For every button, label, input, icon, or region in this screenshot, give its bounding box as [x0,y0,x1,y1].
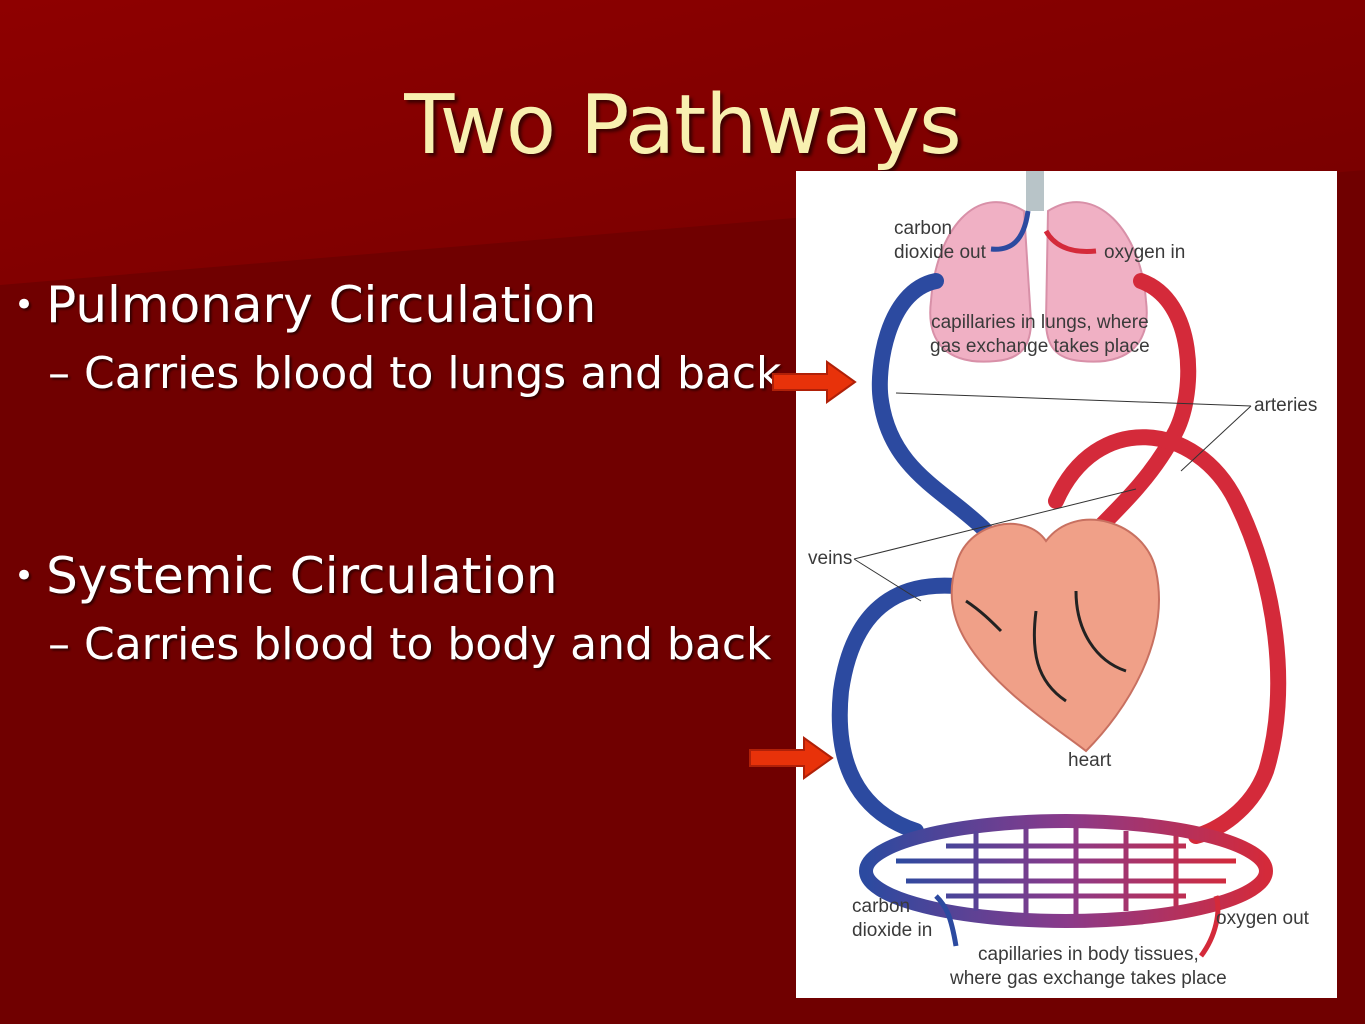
label-arteries: arteries [1254,395,1318,416]
label-line: carbon [894,218,953,239]
label-o2-out: oxygen out [1216,908,1309,929]
bullet-pulmonary-detail: – Carries blood to lungs and back [48,348,782,399]
systemic-pointer-arrow-icon [749,736,834,780]
systemic-vein [831,577,964,839]
left-lung [929,201,1033,363]
trachea [1026,171,1044,211]
bullet-heading: Systemic Circulation [46,547,558,605]
o2-in-arrow [1043,229,1097,254]
systemic-artery [1048,429,1287,844]
veins-leader [853,488,1137,560]
label-heart: heart [1068,750,1112,771]
slide-title: Two Pathways [404,78,962,173]
pulmonary-artery [1088,273,1197,539]
bullet-dot-icon: • [14,556,35,596]
circulation-diagram: carbon dioxide out oxygen in capillaries… [796,171,1337,998]
label-line: dioxide in [852,920,933,941]
label-co2-out: carbon dioxide out [894,217,986,265]
bullet-pulmonary: • Pulmonary Circulation [14,276,596,334]
label-line: capillaries in lungs, where [931,312,1149,333]
label-veins: veins [808,548,853,569]
bullet-heading: Pulmonary Circulation [46,276,597,334]
bullet-systemic: • Systemic Circulation [14,547,558,605]
label-lung-capillaries: capillaries in lungs, where gas exchange… [930,311,1150,359]
bullet-dot-icon: • [14,285,35,325]
pulmonary-pointer-arrow-icon [772,360,857,404]
label-co2-in: carbon dioxide in [852,895,932,943]
label-line: where gas exchange takes place [950,968,1227,989]
body-capillaries [859,814,1273,928]
label-o2-in: oxygen in [1104,242,1186,263]
heart-arrow [965,599,1003,633]
label-line: dioxide out [894,242,986,263]
circulation-illustration [831,171,1287,958]
right-lung [1044,201,1148,363]
capillary-mesh [896,826,1236,916]
arteries-leader [895,392,1252,407]
heart-arrow [1032,610,1067,703]
co2-in-arrow [934,894,959,947]
o2-out-arrow [1198,895,1221,958]
heart-shape [950,518,1160,753]
veins-leader [853,558,922,602]
co2-out-arrow [990,210,1031,252]
bullet-systemic-detail: – Carries blood to body and back [48,619,772,670]
label-line: capillaries in body tissues, [978,944,1199,965]
heart-arrow [1074,590,1127,673]
label-body-capillaries: capillaries in body tissues, where gas e… [950,943,1227,991]
label-line: carbon [852,896,911,917]
label-line: gas exchange takes place [930,336,1150,357]
pulmonary-vein [871,273,994,539]
arteries-leader [1180,405,1252,472]
